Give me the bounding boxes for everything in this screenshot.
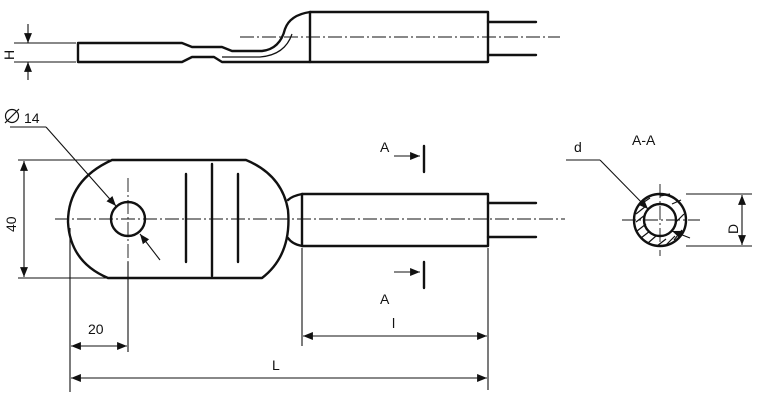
dim-label-d: d: [574, 139, 582, 155]
dim-label-40: 40: [3, 216, 19, 232]
dim-label-D: D: [725, 224, 741, 234]
section-title: A-A: [632, 132, 656, 148]
dim-label-H: H: [1, 50, 17, 60]
plan-view: 14 40 20 l L A A: [3, 108, 565, 392]
dim-label-20: 20: [88, 321, 104, 337]
section-view: A-A d D: [566, 132, 752, 256]
dim-label-dia14: 14: [24, 110, 40, 126]
dim-label-l: l: [392, 315, 395, 331]
dim-label-L: L: [272, 357, 280, 373]
section-mark-A-top: A: [380, 139, 390, 155]
section-mark-A-bottom: A: [380, 291, 390, 307]
side-view: H: [1, 10, 560, 80]
